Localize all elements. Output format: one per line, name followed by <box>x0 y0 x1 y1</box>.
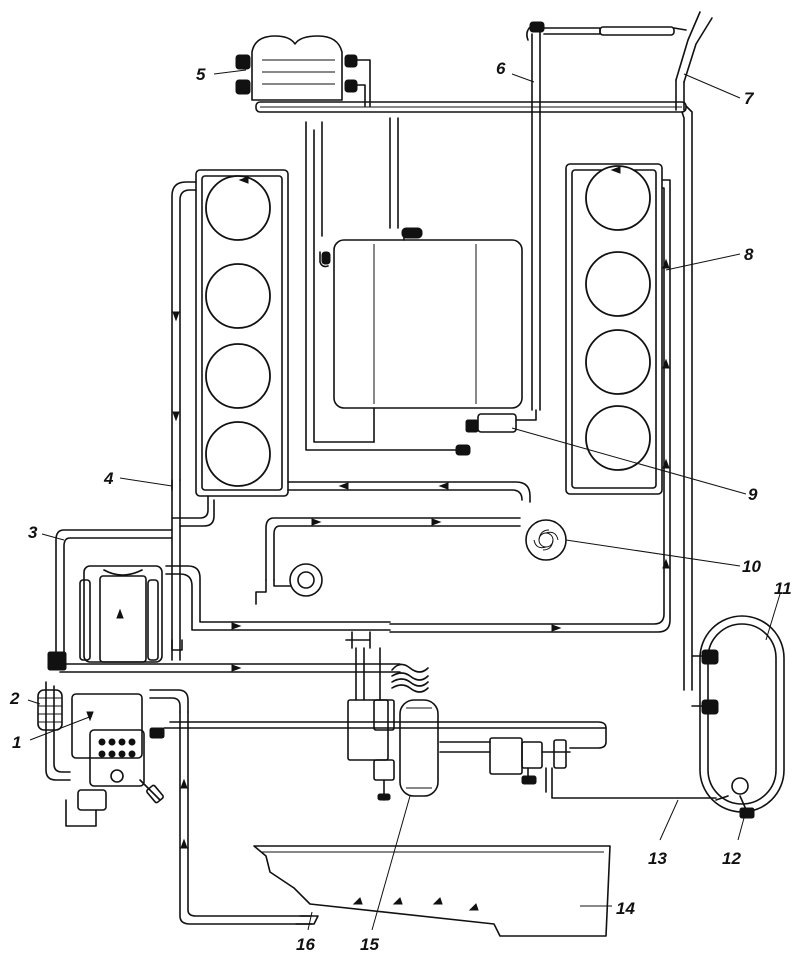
line-4-main <box>171 479 313 925</box>
component-10-pump <box>525 519 567 561</box>
label-7: 7 <box>744 89 755 108</box>
label-11: 11 <box>774 579 792 598</box>
central-tank <box>305 117 523 456</box>
label-1: 1 <box>12 733 21 752</box>
component-11-tank <box>691 615 785 813</box>
top-return-lines <box>255 101 693 691</box>
label-15: 15 <box>360 935 379 954</box>
left-cylinder-bank <box>171 169 289 497</box>
component-5-tank <box>235 35 371 107</box>
label-13: 13 <box>648 849 667 868</box>
label-10: 10 <box>742 557 761 576</box>
centrifuge-filter <box>255 563 323 605</box>
oil-filter-housing <box>79 565 391 663</box>
pressure-line <box>45 663 401 781</box>
label-16: 16 <box>296 935 315 954</box>
component-15-filter-assembly <box>345 631 439 801</box>
line-3 <box>47 529 173 671</box>
line-7-vent <box>675 11 713 111</box>
component-16-pickup <box>295 915 319 925</box>
right-valve-assembly <box>439 737 717 799</box>
label-4: 4 <box>103 469 114 488</box>
component-2-bellows <box>37 689 63 731</box>
component-1-pump-block <box>65 689 607 827</box>
label-5: 5 <box>196 65 206 84</box>
line-6 <box>526 21 687 411</box>
component-9-valve <box>465 409 537 433</box>
component-12-drain <box>739 795 755 819</box>
flow-arrows <box>86 166 670 911</box>
label-9: 9 <box>748 485 758 504</box>
label-6: 6 <box>496 59 506 78</box>
label-14: 14 <box>616 899 635 918</box>
component-14-oil-pan <box>253 845 611 937</box>
main-gallery <box>171 481 531 581</box>
leader-lines <box>27 69 781 931</box>
right-cylinder-bank <box>389 163 671 633</box>
label-2: 2 <box>9 689 20 708</box>
label-8: 8 <box>744 245 754 264</box>
label-3: 3 <box>28 523 38 542</box>
label-12: 12 <box>722 849 741 868</box>
